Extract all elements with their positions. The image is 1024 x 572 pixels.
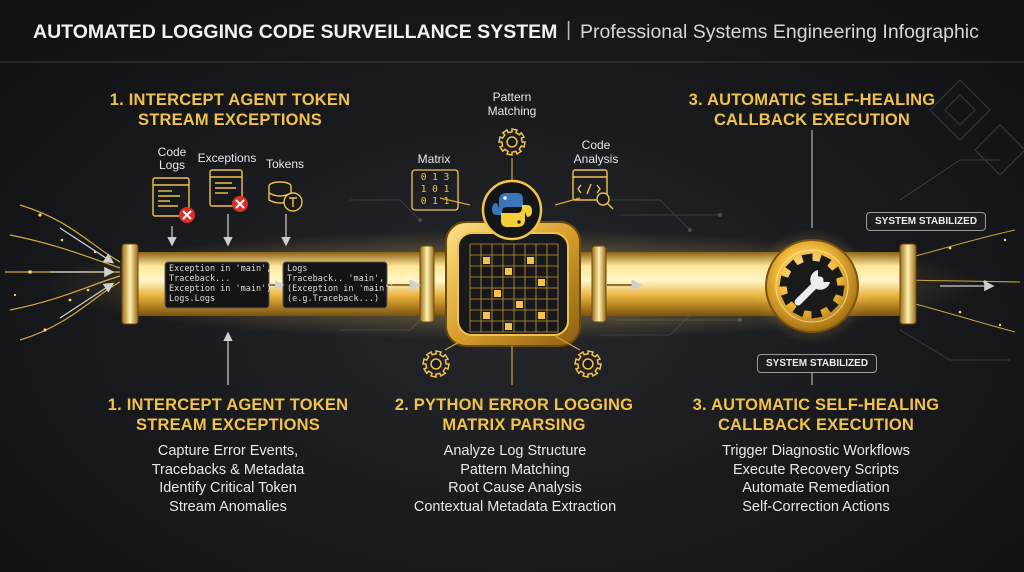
error-badge-icon [232, 196, 248, 212]
gear-icon [498, 128, 526, 156]
title-separator: | [566, 19, 572, 41]
hub-connectors [439, 158, 581, 385]
status-badge-bottom: SYSTEM STABILIZED [757, 354, 878, 373]
pipe-ring-left [121, 243, 139, 325]
code-logs-icon [152, 177, 190, 217]
matrix-icon-frame [411, 169, 459, 211]
list-item: Contextual Metadata Extraction [413, 498, 617, 515]
stage1-bullet-list: Capture Error Events, Tracebacks & Metad… [108, 442, 348, 516]
matrix-label: Matrix [417, 152, 451, 166]
matrix-hub-screen [457, 232, 569, 336]
list-item: Tracebacks & Metadata [151, 461, 305, 478]
python-logo-icon [492, 193, 532, 227]
terminal-left-text: Exception in 'main',Traceback... Excepti… [169, 264, 272, 304]
status-badge-top: SYSTEM STABILIZED [866, 212, 987, 231]
decor-diamonds [929, 79, 1024, 176]
list-item: Identify Critical Token [159, 480, 297, 496]
pipe-ring-right [899, 243, 917, 325]
list-item: Self-Correction Actions [742, 498, 890, 515]
pipe-ring-mid-left [419, 245, 435, 323]
matrix-grid [469, 243, 559, 333]
terminal-left-box [164, 261, 270, 309]
list-item: Capture Error Events, [157, 443, 299, 459]
list-item: Analyze Log Structure [443, 443, 587, 459]
page-title: AUTOMATED LOGGING CODE SURVEILLANCE SYST… [33, 21, 558, 43]
exceptions-label: Exceptions [197, 151, 257, 165]
list-item: Stream Anomalies [169, 498, 287, 515]
stage2-bullet-list: Analyze Log Structure Pattern Matching R… [392, 442, 638, 516]
list-item: Root Cause Analysis [448, 480, 582, 496]
stage3-bullet-list: Trigger Diagnostic Workflows Execute Rec… [696, 442, 936, 516]
code-analysis-icon [572, 169, 614, 210]
list-item: Pattern Matching [460, 461, 570, 478]
gear-icons [422, 128, 602, 378]
stage1-down-arrows [167, 214, 291, 385]
gear-icon [574, 350, 602, 378]
list-item: Automate Remediation [742, 480, 890, 496]
list-item: Execute Recovery Scripts [732, 461, 899, 478]
python-logo-ring [481, 179, 543, 241]
pipe-ring-mid-right [591, 245, 607, 323]
wrench-icon [794, 270, 830, 306]
error-badge-icon [179, 207, 195, 223]
tokens-icon [268, 181, 303, 212]
exceptions-icon [209, 169, 243, 207]
tokens-label: Tokens [265, 157, 305, 171]
page-subtitle: Professional Systems Engineering Infogra… [580, 21, 979, 43]
gear-icon [422, 350, 450, 378]
list-item: Trigger Diagnostic Workflows [722, 443, 910, 459]
